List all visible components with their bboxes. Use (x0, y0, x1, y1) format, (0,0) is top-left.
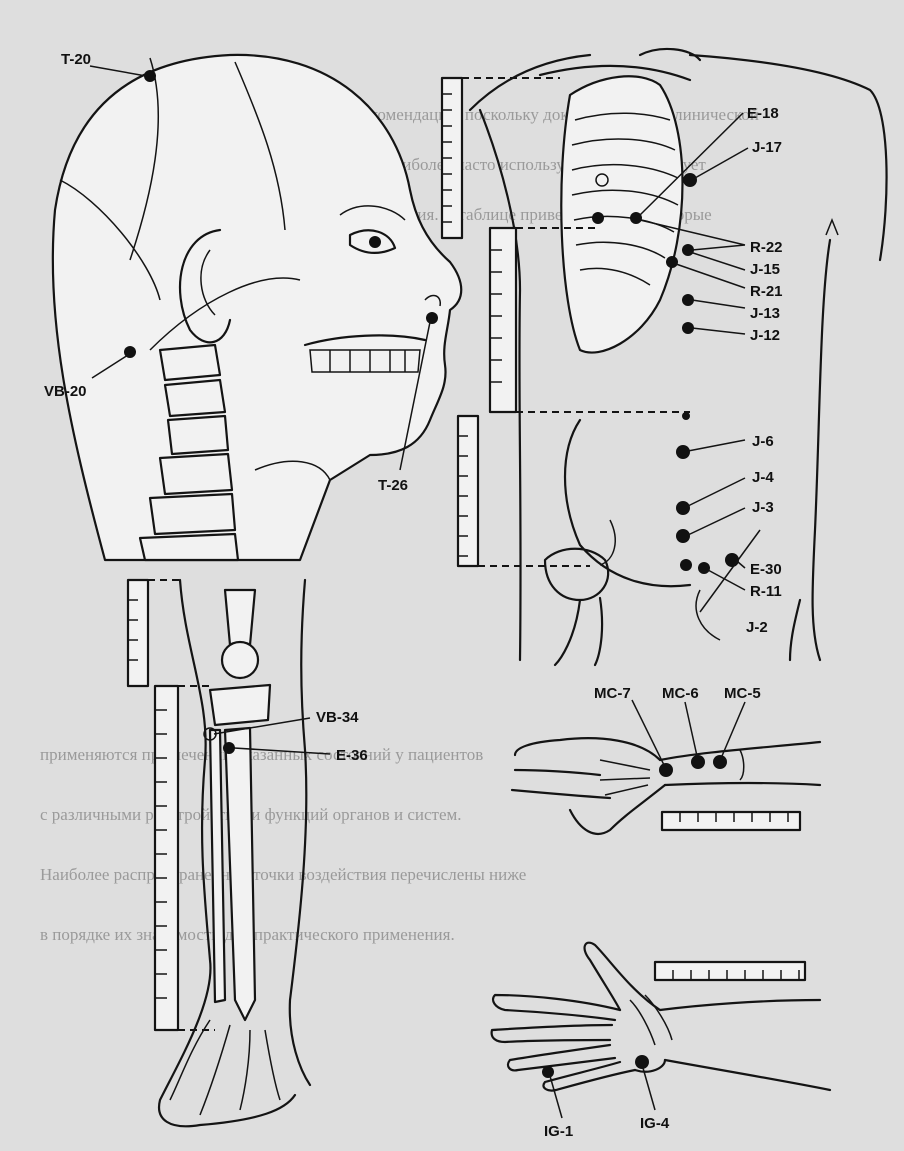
point-r22a (592, 212, 604, 224)
point-e36 (223, 742, 235, 754)
point-r21 (666, 256, 678, 268)
point-j17 (683, 173, 697, 187)
point-mc6 (691, 755, 705, 769)
point-ig1 (542, 1066, 554, 1078)
label-mc7: MC-7 (594, 685, 631, 702)
point-mc7 (659, 763, 673, 777)
label-t26: T-26 (378, 477, 408, 494)
label-r21: R-21 (750, 283, 783, 300)
point-ig4 (635, 1055, 649, 1069)
label-j2: J-2 (746, 619, 768, 636)
label-ig1: IG-1 (544, 1123, 573, 1140)
point-mc5 (713, 755, 727, 769)
label-mc5: MC-5 (724, 685, 761, 702)
label-j3: J-3 (752, 499, 774, 516)
label-t20: T-20 (61, 51, 91, 68)
label-j4: J-4 (752, 469, 774, 486)
label-r22: R-22 (750, 239, 783, 256)
label-e18: E-18 (747, 105, 779, 122)
torso-illustration (470, 49, 887, 665)
label-j13: J-13 (750, 305, 780, 322)
point-midline (682, 412, 690, 420)
label-j17: J-17 (752, 139, 782, 156)
point-e30 (725, 553, 739, 567)
point-j2 (680, 559, 692, 571)
point-r11 (698, 562, 710, 574)
label-e30: E-30 (750, 561, 782, 578)
bg-line-6: Наиболее распространенные точки воздейст… (40, 865, 526, 884)
label-vb34: VB-34 (316, 709, 359, 726)
label-j6: J-6 (752, 433, 774, 450)
label-e36: E-36 (336, 747, 368, 764)
point-j6 (676, 445, 690, 459)
label-mc6: MC-6 (662, 685, 699, 702)
label-vb20: VB-20 (44, 383, 87, 400)
point-t26 (426, 312, 438, 324)
point-j4 (676, 501, 690, 515)
label-j12: J-12 (750, 327, 780, 344)
bg-line-4: применяются при лечении указанных состоя… (40, 745, 483, 764)
leg-illustration (159, 580, 310, 1126)
label-ig4: IG-4 (640, 1115, 670, 1132)
label-r11: R-11 (750, 583, 782, 600)
point-j3 (676, 529, 690, 543)
label-j15: J-15 (750, 261, 780, 278)
